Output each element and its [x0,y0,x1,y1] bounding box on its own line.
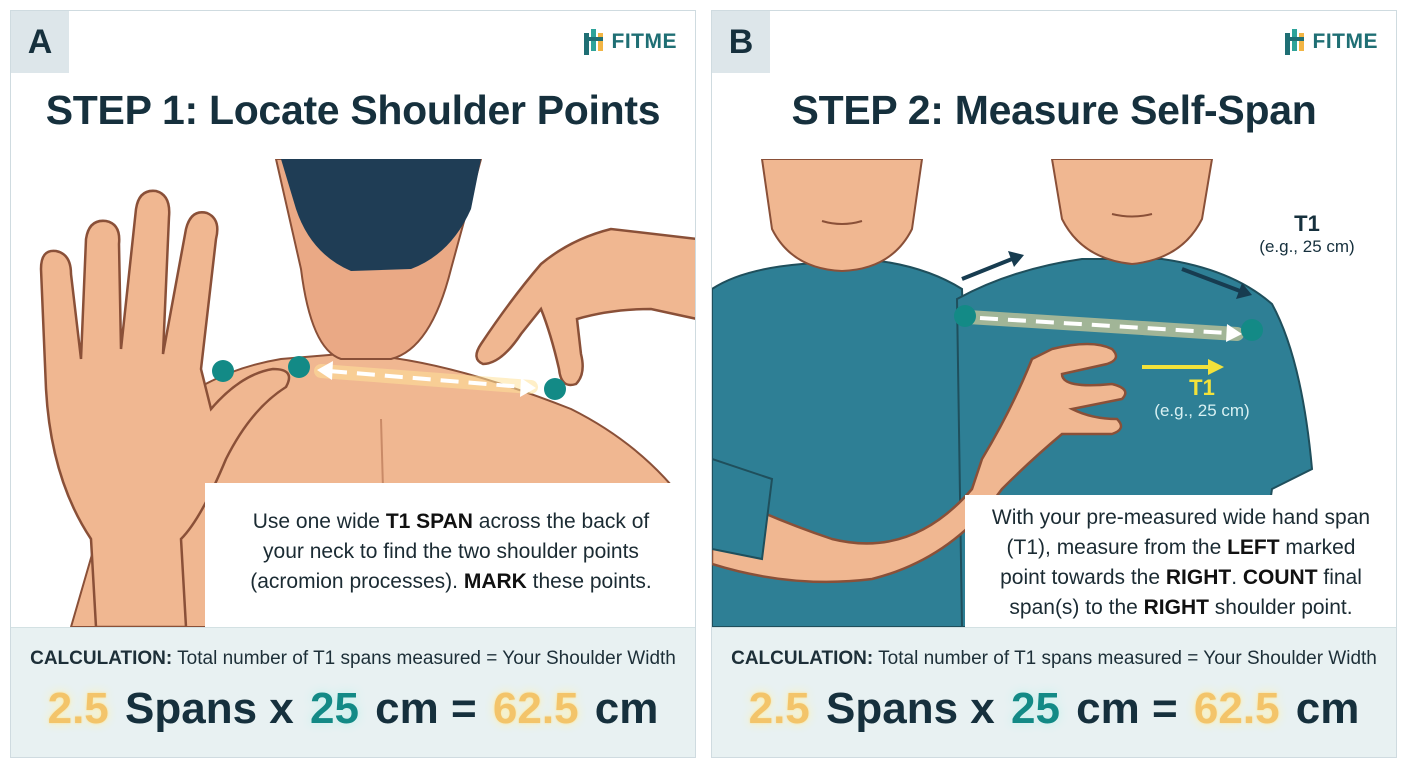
caption-text: (acromion processes). [250,570,464,593]
calculation-label: CALCULATION: [731,648,874,669]
caption-text: across the back of [472,510,650,533]
calculation-formula: 2.5 Spans x 25 cm = 62.5 cm [712,684,1396,734]
caption-text: shoulder point. [1208,596,1353,619]
formula-result: 62.5 [492,684,579,733]
t1-mid-label: T1 (e.g., 25 cm) [1132,375,1272,421]
fitme-logo-icon [1284,29,1304,55]
formula-result: 62.5 [1193,684,1280,733]
formula-unit: cm [594,684,659,733]
marker-dot [1241,319,1263,341]
step-title: STEP 1: Locate Shoulder Points [45,87,661,133]
caption-text: span(s) to the [1009,596,1144,619]
caption-text: (T1), measure from the [1006,536,1228,559]
brand-logo: FITME [583,29,678,55]
caption-emphasis: RIGHT [1165,566,1232,589]
caption-text: your neck to find the two shoulder point… [263,540,639,563]
calculation-text: Total number of T1 spans measured = Your… [873,648,1377,669]
span-count: 2.5 [748,684,810,733]
t1-top-label: T1 (e.g., 25 cm) [1232,211,1382,257]
caption-emphasis: COUNT [1242,566,1318,589]
formula-text: cm = [375,684,477,733]
formula-text: cm = [1076,684,1178,733]
caption-text: point towards the [1000,566,1166,589]
calculation-line: CALCULATION: Total number of T1 spans me… [11,648,695,670]
caption-emphasis: MARK [463,570,527,593]
fitme-logo-icon [583,29,603,55]
caption-emphasis: RIGHT [1143,596,1209,619]
t1-label-sub: (e.g., 25 cm) [1259,237,1355,256]
caption-text: marked [1279,536,1356,559]
calculation-label: CALCULATION: [30,648,173,669]
span-count: 2.5 [47,684,109,733]
t1-label-title: T1 [1294,211,1320,236]
panel-letter: A [11,11,69,73]
calculation-text: Total number of T1 spans measured = Your… [172,648,676,669]
formula-unit: cm [1295,684,1360,733]
instruction-caption: Use one wide T1 SPAN across the back of … [205,483,695,629]
t1-label-sub: (e.g., 25 cm) [1154,401,1250,420]
brand-name: FITME [611,30,677,53]
span-length: 25 [1010,684,1060,733]
calculation-band: CALCULATION: Total number of T1 spans me… [712,627,1396,757]
panel-letter: B [712,11,770,73]
marker-dot [212,360,234,382]
brand-logo: FITME [1284,29,1379,55]
caption-emphasis: LEFT [1227,536,1280,559]
caption-text: Use one wide [252,510,386,533]
marker-dot [544,378,566,400]
calculation-formula: 2.5 Spans x 25 cm = 62.5 cm [11,684,695,734]
instruction-caption: With your pre-measured wide hand span (T… [965,495,1396,629]
step-title: STEP 2: Measure Self-Span [791,87,1317,133]
caption-text: final [1317,566,1362,589]
caption-text: these points. [526,570,652,593]
caption-text: With your pre-measured wide hand span [991,506,1371,529]
step-1-panel: A FITME STEP 1: Locate Shoulder Points [10,10,696,758]
t1-label-title: T1 [1189,375,1215,400]
caption-emphasis: T1 SPAN [385,510,473,533]
brand-name: FITME [1312,30,1378,53]
span-length: 25 [309,684,359,733]
marker-dot [954,305,976,327]
formula-text: Spans x [125,684,294,733]
calculation-band: CALCULATION: Total number of T1 spans me… [11,627,695,757]
calculation-line: CALCULATION: Total number of T1 spans me… [712,648,1396,670]
caption-text: . [1231,566,1243,589]
marker-dot [288,356,310,378]
formula-text: Spans x [826,684,995,733]
step-2-panel: B FITME STEP 2: Measure Self-Span [711,10,1397,758]
